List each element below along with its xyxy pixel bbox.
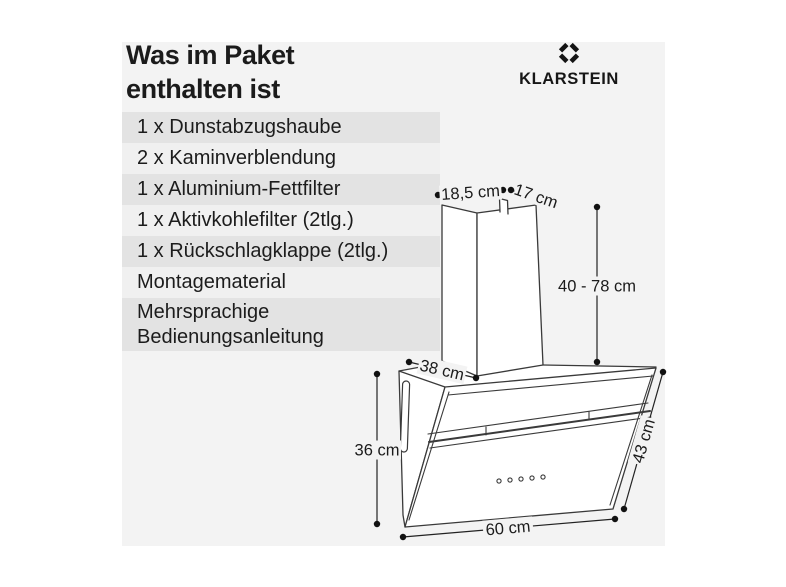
page-title: Was im Paket enthalten ist (126, 40, 295, 104)
package-list-item: 1 x Dunstabzugshaube (122, 112, 440, 143)
package-list-item: 1 x Aluminium-Fettfilter (122, 174, 440, 205)
brand-logo: KLARSTEIN (502, 40, 636, 89)
package-list: 1 x Dunstabzugshaube 2 x Kaminverblendun… (122, 112, 440, 351)
package-list-item: Montagematerial (122, 267, 440, 298)
brand-name: KLARSTEIN (519, 70, 619, 88)
package-list-item: Mehrsprachige Bedienungsanleitung (122, 298, 440, 351)
klarstein-diamond-icon (556, 40, 582, 66)
package-list-item: 2 x Kaminverblendung (122, 143, 440, 174)
package-list-item: 1 x Aktivkohlefilter (2tlg.) (122, 205, 440, 236)
package-list-item: 1 x Rückschlagklappe (2tlg.) (122, 236, 440, 267)
